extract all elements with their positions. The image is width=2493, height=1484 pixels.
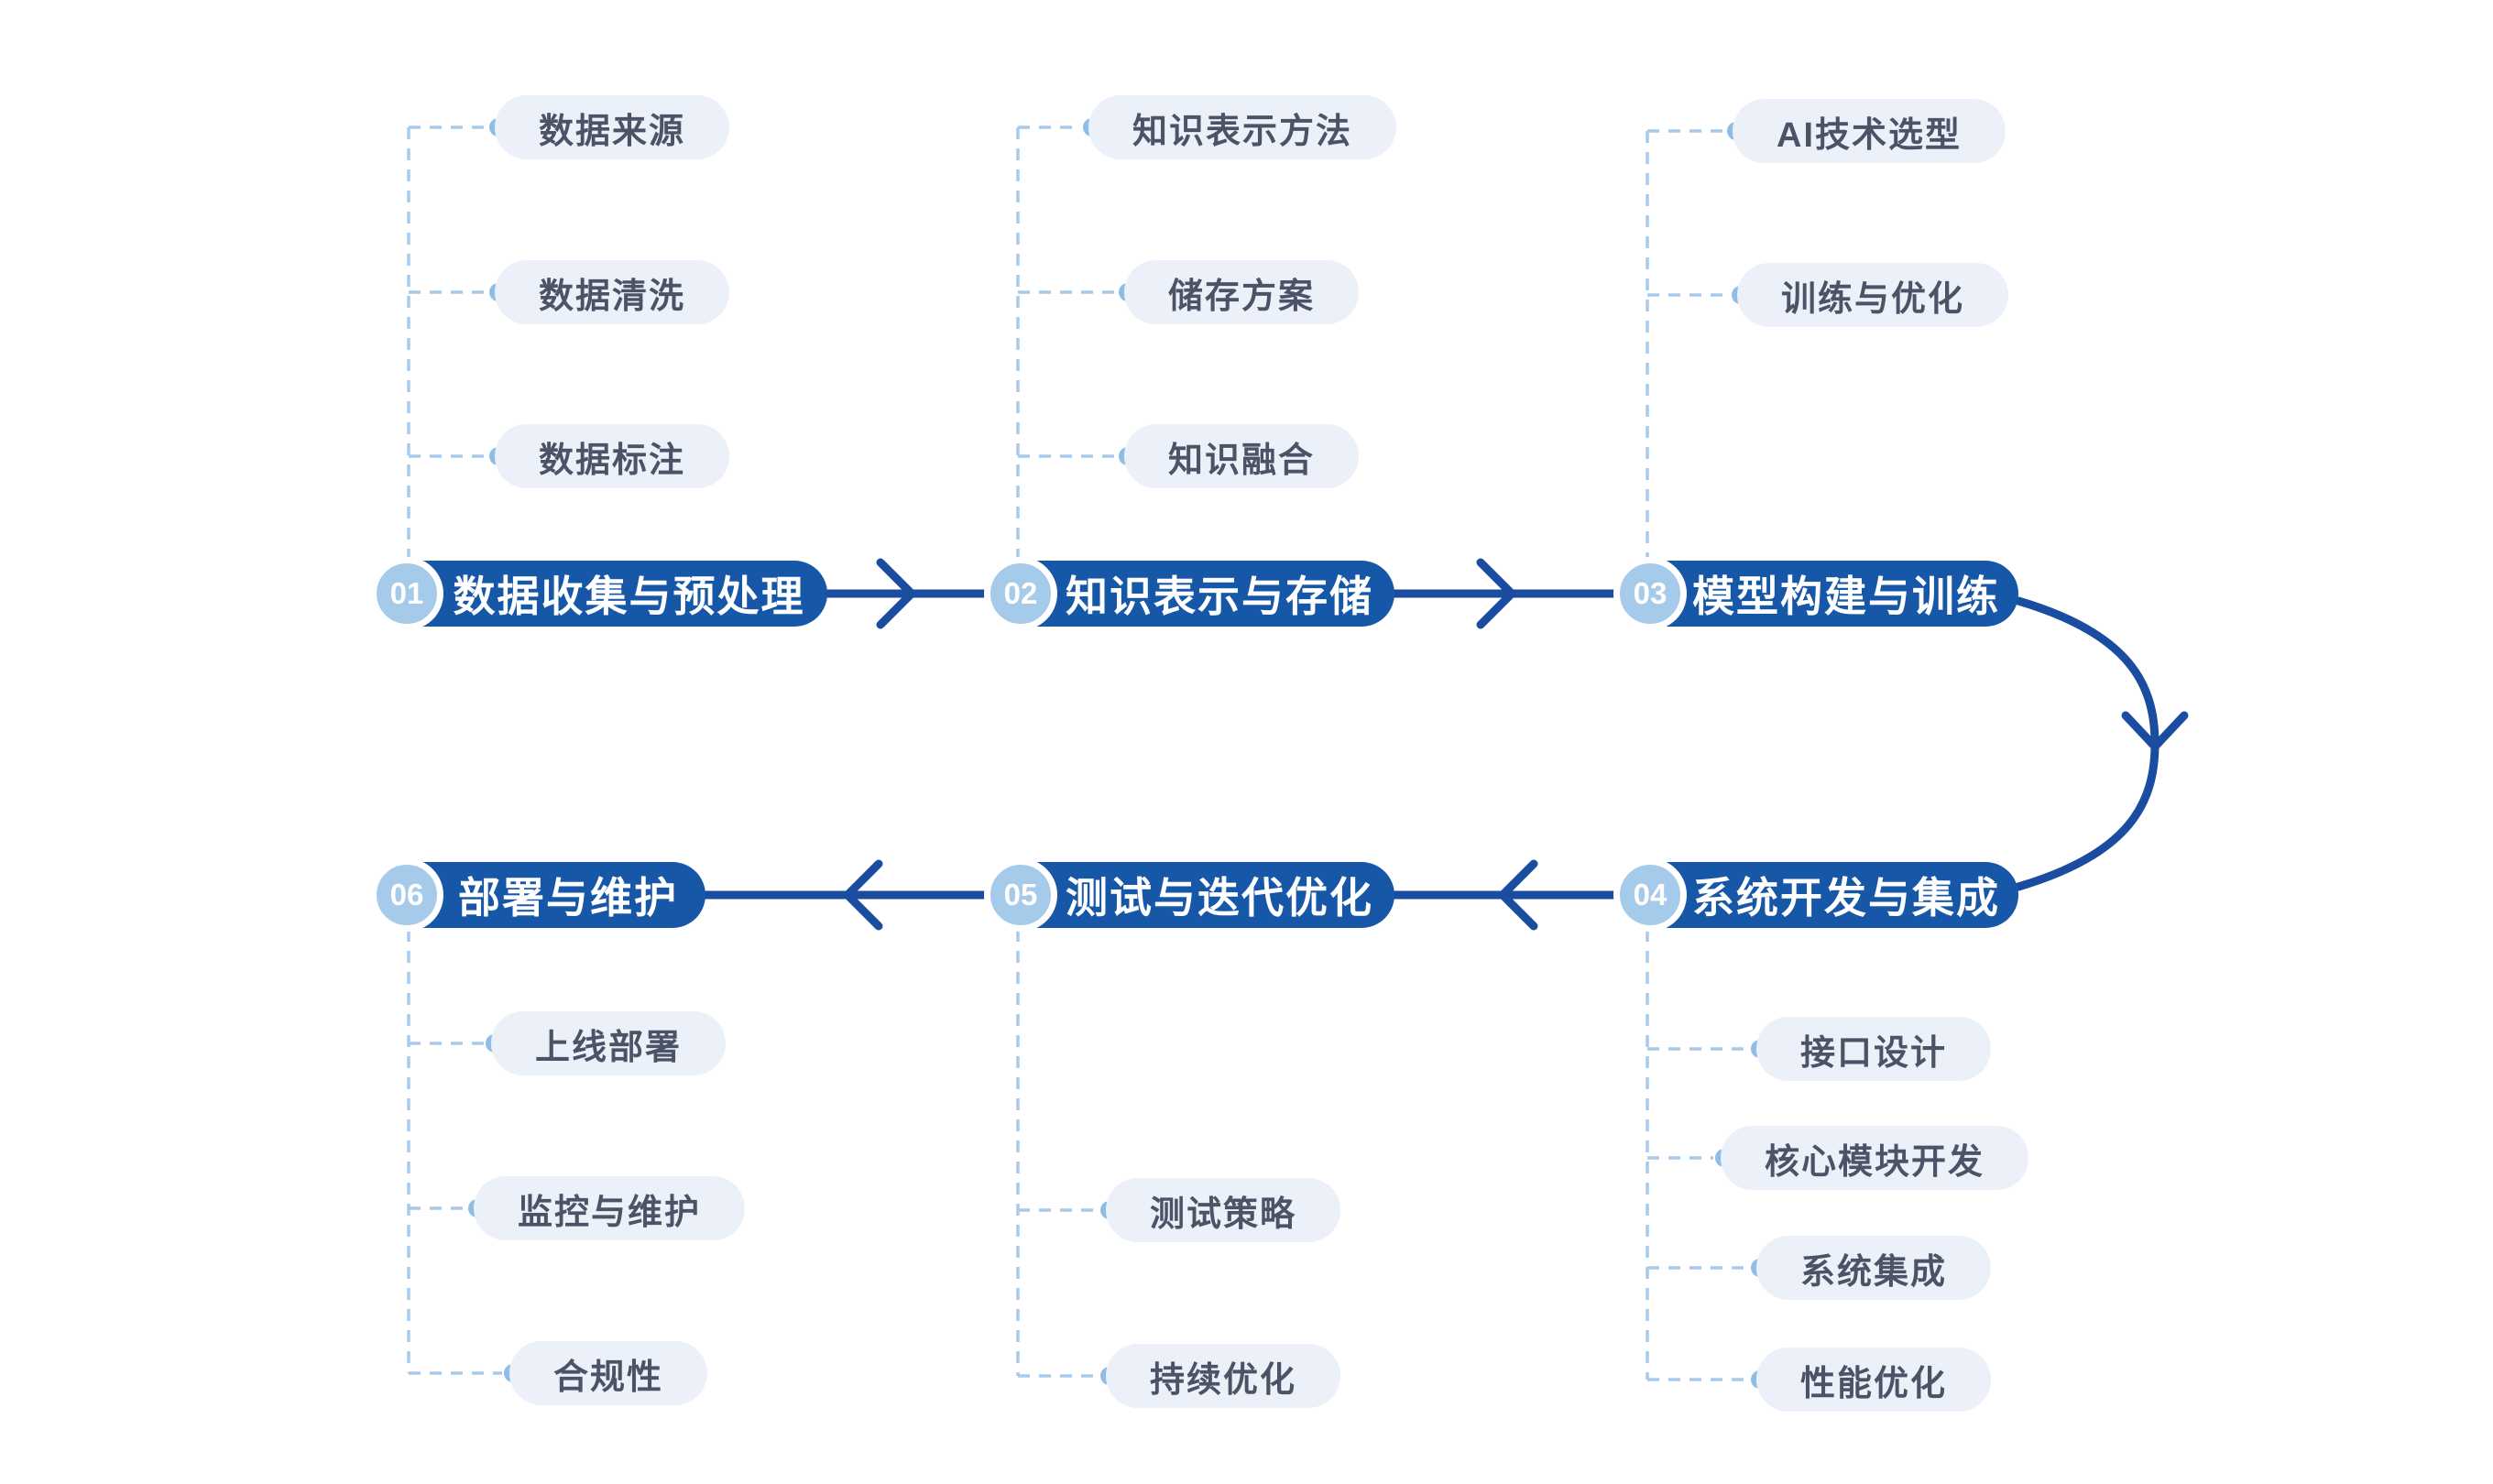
substep-pill-s2-0: 知识表示方法: [1088, 95, 1397, 159]
stage-node-03: 03 模型构建与训练: [1613, 557, 2018, 630]
stage-label-03: 模型构建与训练: [1692, 573, 2000, 620]
arrowhead-01-02: [876, 558, 916, 629]
flow-curve-03-04: [2014, 596, 2160, 891]
stage-node-01: 01 数据收集与预处理: [370, 557, 827, 630]
stage-node-06: 06 部署与维护: [370, 858, 705, 932]
stage-node-04: 04 系统开发与集成: [1613, 858, 2018, 932]
substep-pill-s1-2: 数据标注: [495, 424, 730, 488]
substep-pill-s2-2: 知识融合: [1124, 424, 1360, 488]
arrowhead-02-03: [1476, 558, 1516, 629]
substep-pill-s6-0: 上线部署: [491, 1011, 727, 1075]
stage-number-badge-03: 03: [1613, 557, 1687, 630]
stage-label-05: 测试与迭代优化: [1066, 874, 1373, 922]
stage-label-04: 系统开发与集成: [1692, 874, 2000, 922]
substep-pill-s4-0: 接口设计: [1756, 1017, 1992, 1081]
substep-pill-s2-1: 储存方案: [1124, 260, 1360, 324]
stage-label-01: 数据收集与预处理: [453, 573, 805, 620]
stage-number-badge-01: 01: [370, 557, 443, 630]
stage-node-05: 05 测试与迭代优化: [984, 858, 1394, 932]
stage-number-badge-06: 06: [370, 858, 443, 932]
substep-pill-s5-1: 持续优化: [1106, 1344, 1341, 1408]
substep-pill-s6-1: 监控与维护: [474, 1176, 746, 1240]
substep-pill-s4-1: 核心模块开发: [1721, 1126, 2029, 1190]
stage-number-badge-02: 02: [984, 557, 1057, 630]
arrowhead-04-05: [1498, 859, 1538, 931]
stage-node-02: 02 知识表示与存储: [984, 557, 1394, 630]
stage-label-06: 部署与维护: [458, 874, 678, 922]
substep-pill-s1-1: 数据清洗: [495, 260, 730, 324]
stage-label-02: 知识表示与存储: [1066, 573, 1373, 620]
substep-pill-s5-0: 测试策略: [1106, 1178, 1341, 1242]
substep-pill-s6-2: 合规性: [509, 1341, 708, 1405]
arrowhead-03-04: [2121, 711, 2189, 751]
stage-number-badge-05: 05: [984, 858, 1057, 932]
stage-number-badge-04: 04: [1613, 858, 1687, 932]
substep-pill-s1-0: 数据来源: [495, 95, 730, 159]
substep-pill-s3-0: AI技术选型: [1733, 99, 2006, 163]
substep-pill-s4-3: 性能优化: [1756, 1348, 1992, 1412]
substep-pill-s3-1: 训练与优化: [1737, 263, 2009, 327]
arrowhead-05-06: [843, 859, 883, 931]
substep-pill-s4-2: 系统集成: [1756, 1236, 1992, 1300]
